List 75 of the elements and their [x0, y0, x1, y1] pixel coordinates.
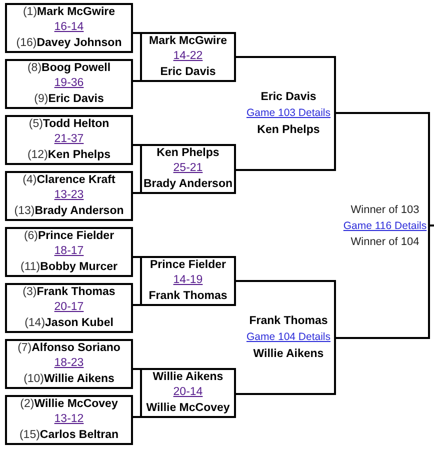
match-box: [5, 395, 133, 445]
team-name: (2)Willie McCovey: [20, 396, 118, 412]
match-box: [140, 368, 236, 418]
placeholder-text: Winner of 104: [350, 234, 420, 250]
game-details-link: Game 116 Details: [343, 218, 427, 234]
bracket-frame: [243, 280, 336, 395]
team-name: Ken Phelps: [257, 122, 320, 138]
score-link: 18-17: [54, 244, 84, 260]
connector-line: [133, 304, 140, 306]
connector-line: [430, 224, 434, 226]
team-name: (16)Davey Johnson: [16, 36, 122, 51]
connector-line: [133, 256, 140, 258]
team-name: (14)Jason Kubel: [24, 316, 114, 331]
team-name: Brady Anderson: [143, 176, 233, 192]
connector-line: [133, 80, 140, 82]
connector-line: [236, 393, 243, 395]
team-name: Mark McGwire: [149, 34, 227, 49]
score-link: 13-23: [54, 188, 84, 204]
match-box: [5, 3, 133, 53]
team-name: Willie Aikens: [253, 346, 324, 362]
connector-line: [236, 169, 243, 171]
match-box: [5, 339, 133, 389]
team-name: (6)Prince Fielder: [24, 228, 114, 244]
bracket-frame: [243, 56, 336, 171]
team-name: (9)Eric Davis: [34, 92, 104, 107]
team-name: Frank Thomas: [148, 288, 228, 304]
team-name: Eric Davis: [160, 64, 216, 80]
game-details-link: Game 103 Details: [246, 106, 331, 122]
connector-line: [336, 337, 342, 339]
game-details-link: Game 104 Details: [246, 330, 331, 346]
score-link: 14-22: [173, 49, 203, 64]
match-box: [5, 171, 133, 221]
team-name: (4)Clarence Kraft: [22, 172, 116, 188]
team-name: (15)Carlos Beltran: [19, 428, 119, 443]
score-link: 21-37: [54, 132, 84, 148]
score-link: 19-36: [54, 76, 84, 92]
match-box: [140, 144, 236, 194]
connector-line: [236, 280, 243, 282]
connector-line: [236, 56, 243, 58]
match-box: [5, 115, 133, 165]
score-link: 13-12: [54, 412, 84, 428]
team-name: (3)Frank Thomas: [22, 284, 116, 300]
match-box: [5, 59, 133, 109]
match-box: [5, 227, 133, 277]
team-name: (10)Willie Aikens: [24, 372, 114, 387]
connector-line: [133, 32, 140, 34]
connector-line: [133, 192, 140, 194]
team-name: (7)Alfonso Soriano: [18, 340, 120, 356]
connector-line: [336, 112, 342, 114]
team-name: Frank Thomas: [249, 314, 328, 329]
score-link: 18-23: [54, 356, 84, 372]
team-name: Prince Fielder: [150, 258, 226, 273]
team-name: Eric Davis: [260, 90, 316, 105]
team-name: (5)Todd Helton: [28, 116, 110, 132]
team-name: Ken Phelps: [156, 146, 220, 161]
team-name: (11)Bobby Murcer: [20, 260, 118, 275]
team-name: (13)Brady Anderson: [14, 204, 124, 219]
connector-line: [133, 144, 140, 146]
score-link: 20-14: [173, 385, 203, 400]
team-name: (12)Ken Phelps: [27, 148, 111, 163]
placeholder-text: Winner of 103: [350, 202, 420, 218]
match-box: [140, 32, 236, 82]
connector-line: [133, 368, 140, 370]
team-name: Willie McCovey: [146, 400, 230, 416]
bracket-frame: [342, 112, 430, 339]
score-link: 16-14: [54, 20, 84, 36]
score-link: 14-19: [173, 273, 203, 288]
score-link: 20-17: [54, 300, 84, 316]
team-name: Willie Aikens: [152, 370, 224, 385]
team-name: (1)Mark McGwire: [22, 4, 116, 20]
connector-line: [133, 416, 140, 418]
team-name: (8)Boog Powell: [27, 60, 111, 76]
match-box: [140, 256, 236, 306]
score-link: 25-21: [173, 161, 203, 176]
match-box: [5, 283, 133, 333]
